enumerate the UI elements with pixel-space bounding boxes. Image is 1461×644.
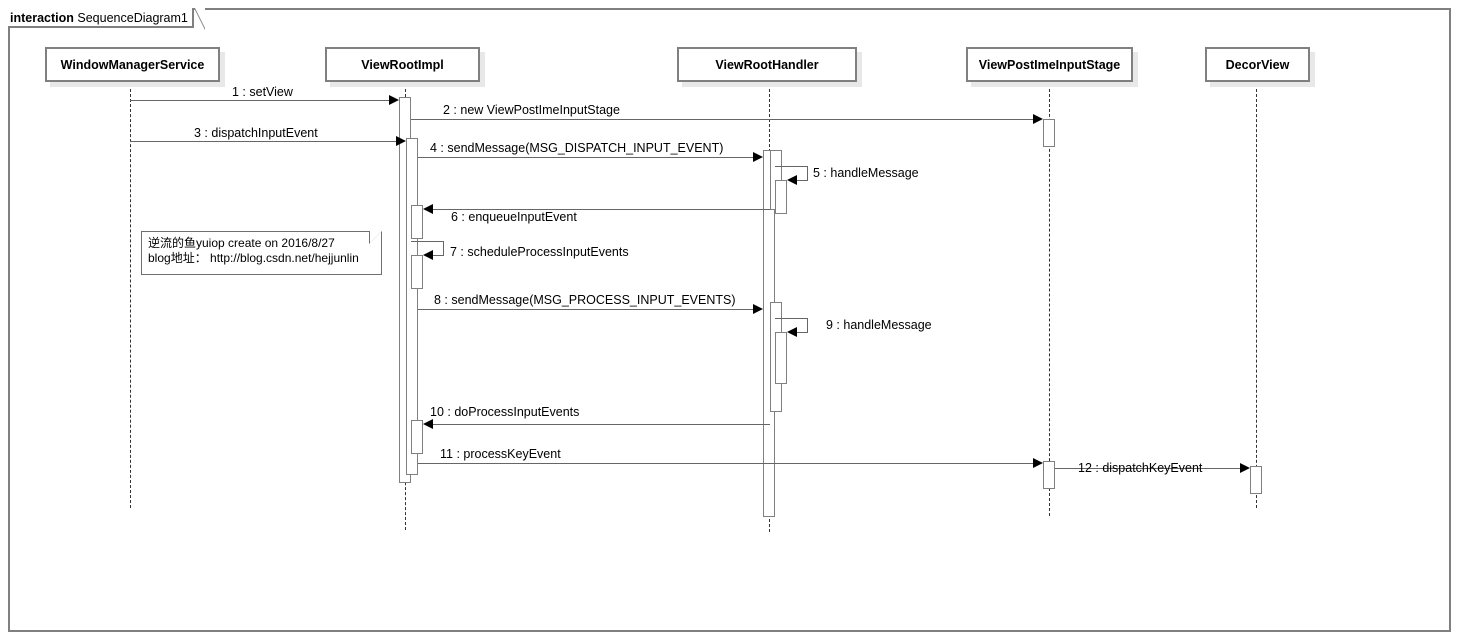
message-line-5-right [807,166,808,180]
lifeline-head-viewpostimeinputstage[interactable]: ViewPostImeInputStage [966,47,1133,82]
message-line-5-bottom [797,180,808,181]
message-line-7-top [411,241,444,242]
message-line-11 [418,463,1033,464]
message-line-4 [418,157,753,158]
lifeline-head-label: ViewRootImpl [361,57,444,72]
message-line-8 [418,309,753,310]
lifeline-viewpostimeinputstage [1049,84,1050,516]
lifeline-head-viewrootimpl[interactable]: ViewRootImpl [325,47,480,82]
message-label-10: 10 : doProcessInputEvents [430,405,580,419]
lifeline-head-viewroothandler[interactable]: ViewRootHandler [677,47,857,82]
message-line-9-bottom [797,332,808,333]
message-line-12 [1055,468,1240,469]
message-arrow-5 [787,175,797,185]
message-line-9-top [775,318,808,319]
message-label-12: 12 : dispatchKeyEvent [1078,461,1203,475]
message-line-3 [130,141,396,142]
note-fold [370,231,382,243]
message-arrow-6 [423,204,433,214]
lifeline-head-windowmanagerservice[interactable]: WindowManagerService [45,47,220,82]
lifeline-windowmanagerservice [130,84,131,508]
activation-viewroothandler-self-9 [775,332,787,384]
message-arrow-10 [423,419,433,429]
message-label-5: 5 : handleMessage [813,166,919,180]
message-line-7-right [443,241,444,255]
message-label-3: 3 : dispatchInputEvent [194,126,318,140]
activation-viewpostimeinputstage-11 [1043,461,1055,489]
message-arrow-8 [753,304,763,314]
message-label-4: 4 : sendMessage(MSG_DISPATCH_INPUT_EVENT… [430,141,724,155]
note-line-2: blog地址： http://blog.csdn.net/hejjunlin [148,251,359,265]
message-arrow-9 [787,327,797,337]
activation-viewrootimpl-self-6 [411,205,423,239]
frame-tab-notch [194,8,205,30]
interaction-frame-label: interaction SequenceDiagram1 [8,8,194,28]
frame-name: SequenceDiagram1 [77,11,188,25]
message-line-9-right [807,318,808,332]
lifeline-head-decorview[interactable]: DecorView [1205,47,1310,82]
message-arrow-3 [396,136,406,146]
lifeline-head-label: ViewPostImeInputStage [978,57,1121,72]
activation-viewrootimpl-self-10 [411,420,423,454]
frame-keyword: interaction [10,11,74,25]
message-label-8: 8 : sendMessage(MSG_PROCESS_INPUT_EVENTS… [434,293,736,307]
message-arrow-2 [1033,114,1043,124]
message-arrow-11 [1033,458,1043,468]
message-arrow-12 [1240,463,1250,473]
message-line-1 [130,100,389,101]
activation-viewpostimeinputstage-2 [1043,119,1055,147]
message-label-11: 11 : processKeyEvent [440,447,561,461]
message-label-7: 7 : scheduleProcessInputEvents [450,245,629,259]
interaction-frame [8,8,1451,632]
message-label-1: 1 : setView [232,85,293,99]
message-line-5-top [775,166,808,167]
message-line-7-bottom [433,255,444,256]
note-line-1: 逆流的鱼yuiop create on 2016/8/27 [148,236,335,250]
message-line-2 [411,119,1033,120]
message-label-9: 9 : handleMessage [826,318,932,332]
message-arrow-7 [423,250,433,260]
message-line-10 [433,424,770,425]
message-line-6 [433,209,770,210]
lifeline-head-label: WindowManagerService [60,57,205,72]
activation-viewroothandler-self-5 [775,180,787,214]
message-label-2: 2 : new ViewPostImeInputStage [443,103,620,117]
lifeline-head-label: DecorView [1225,57,1290,72]
lifeline-head-label: ViewRootHandler [715,57,819,72]
message-arrow-1 [389,95,399,105]
lifeline-decorview [1256,84,1257,508]
message-label-6: 6 : enqueueInputEvent [451,210,577,224]
activation-viewrootimpl-self-7 [411,255,423,289]
message-arrow-4 [753,152,763,162]
author-note: 逆流的鱼yuiop create on 2016/8/27 blog地址： ht… [141,231,382,275]
activation-decorview-12 [1250,466,1262,494]
